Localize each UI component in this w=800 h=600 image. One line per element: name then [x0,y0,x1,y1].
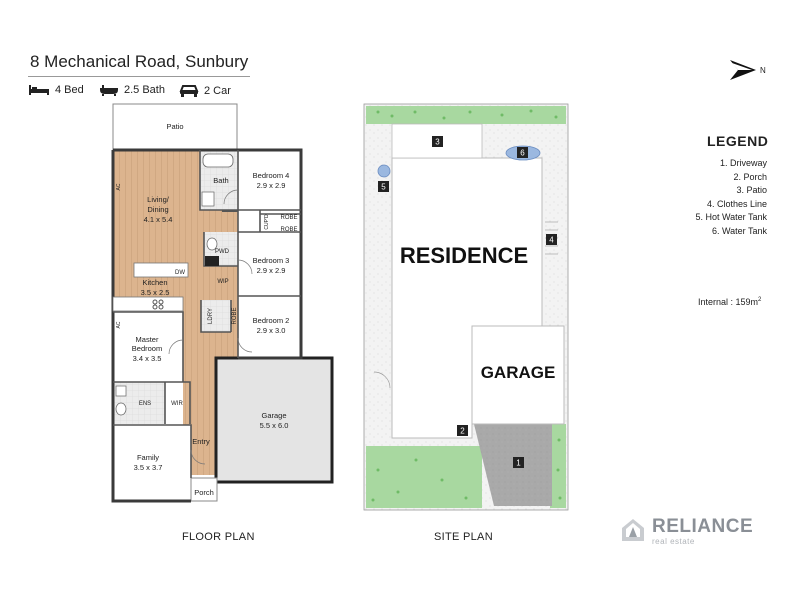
legend-item: 1. Driveway [719,158,767,168]
label-bed3: Bedroom 3 [253,256,290,265]
hot-water-tank-icon [377,164,391,178]
legend-item: 6. Water Tank [711,225,767,236]
bed4-area [238,150,301,210]
cars-label: 2 Car [204,84,231,97]
legend-item: 4. Clothes Line [706,198,767,209]
label-porch: Porch [194,488,214,497]
label-master-dim: 3.4 x 3.5 [133,354,162,363]
north-arrow-icon [730,60,756,80]
marker-1: 1 [516,459,521,468]
label-dw: DW [175,270,185,276]
legend-item: 2. Porch [733,171,767,182]
label-garage: Garage [261,411,286,420]
label-master-2: Bedroom [132,344,162,353]
marker-2: 2 [460,427,465,436]
baths-feature: 2.5 Bath [99,84,165,96]
patio-area [112,103,238,151]
laundry-area [201,300,231,332]
label-robe-2: ROBE [280,227,297,233]
label-patio: Patio [166,122,183,131]
internal-area-text: Internal : 159m [698,297,759,307]
beds-feature: 4 Bed [28,84,84,96]
legend-title: LEGEND [707,133,769,149]
beds-label: 4 Bed [55,84,84,96]
residence-label: RESIDENCE [400,243,528,268]
label-family-dim: 3.5 x 3.7 [134,463,163,472]
side-lawn [550,424,566,508]
bath-icon [99,84,119,96]
site-plan-caption: SITE PLAN [434,531,493,543]
car-icon [179,84,199,97]
label-ac-2: AC [116,321,122,328]
label-master: Master [136,335,159,344]
label-robe-3: ROBE [232,307,238,324]
label-ac-1: AC [116,183,122,190]
north-label: N [760,65,766,75]
front-lawn [366,446,482,508]
label-bed4: Bedroom 4 [253,171,290,180]
family-area [113,425,191,501]
north-arrow: N [728,58,766,82]
label-laundry: LDRY [208,308,214,324]
legend-list: 1. Driveway 2. Porch 3. Patio 4. Clothes… [695,157,767,238]
label-bed3-dim: 2.9 x 2.9 [257,266,286,275]
label-pwd: PWD [215,249,230,255]
label-bed2-dim: 2.9 x 3.0 [257,326,286,335]
internal-area-unit: 2 [758,297,762,303]
garage-area [214,356,334,484]
garage-footprint [471,325,565,425]
label-family: Family [137,453,159,462]
label-bed4-dim: 2.9 x 2.9 [257,181,286,190]
marker-6: 6 [520,149,525,158]
internal-area: Internal : 159m2 [698,297,761,307]
bed2-area [238,296,301,358]
title-underline [28,76,250,77]
kitchen-island [133,262,189,278]
brand-name: RELIANCE [652,516,754,537]
label-cupd: CUP'D [264,214,270,230]
brand-logo: RELIANCE real estate [620,517,753,546]
label-wip: WIP [217,279,228,285]
marker-3: 3 [435,138,440,147]
label-bath: Bath [213,176,228,185]
label-wir: WIR [171,401,183,407]
house-logo-icon [622,519,644,541]
label-robe-1: ROBE [280,215,297,221]
marker-5: 5 [381,183,386,192]
label-ens: ENS [139,401,151,407]
label-living-2: Dining [147,205,168,214]
label-kitchen-dim: 3.5 x 2.5 [141,288,170,297]
brand-tagline: real estate [652,537,695,546]
label-entry: Entry [192,437,210,446]
baths-label: 2.5 Bath [124,84,165,96]
kitchen-bench [112,296,184,312]
label-bed2: Bedroom 2 [253,316,290,325]
garage-site-label: GARAGE [481,363,556,382]
porch-area [190,477,218,502]
bed-icon [28,84,50,96]
master-area [113,312,183,382]
marker-4: 4 [549,236,554,245]
rear-lawn [366,106,566,124]
legend-item: 3. Patio [736,185,767,195]
cars-feature: 2 Car [179,84,231,97]
label-living: Living/ [147,195,170,204]
label-garage-dim: 5.5 x 6.0 [260,421,289,430]
label-living-dim: 4.1 x 5.4 [144,215,173,224]
floor-plan-caption: FLOOR PLAN [182,531,255,543]
legend-item: 5. Hot Water Tank [695,212,767,222]
bed3-area [238,232,301,294]
property-address: 8 Mechanical Road, Sunbury [30,52,249,71]
label-kitchen: Kitchen [142,278,167,287]
